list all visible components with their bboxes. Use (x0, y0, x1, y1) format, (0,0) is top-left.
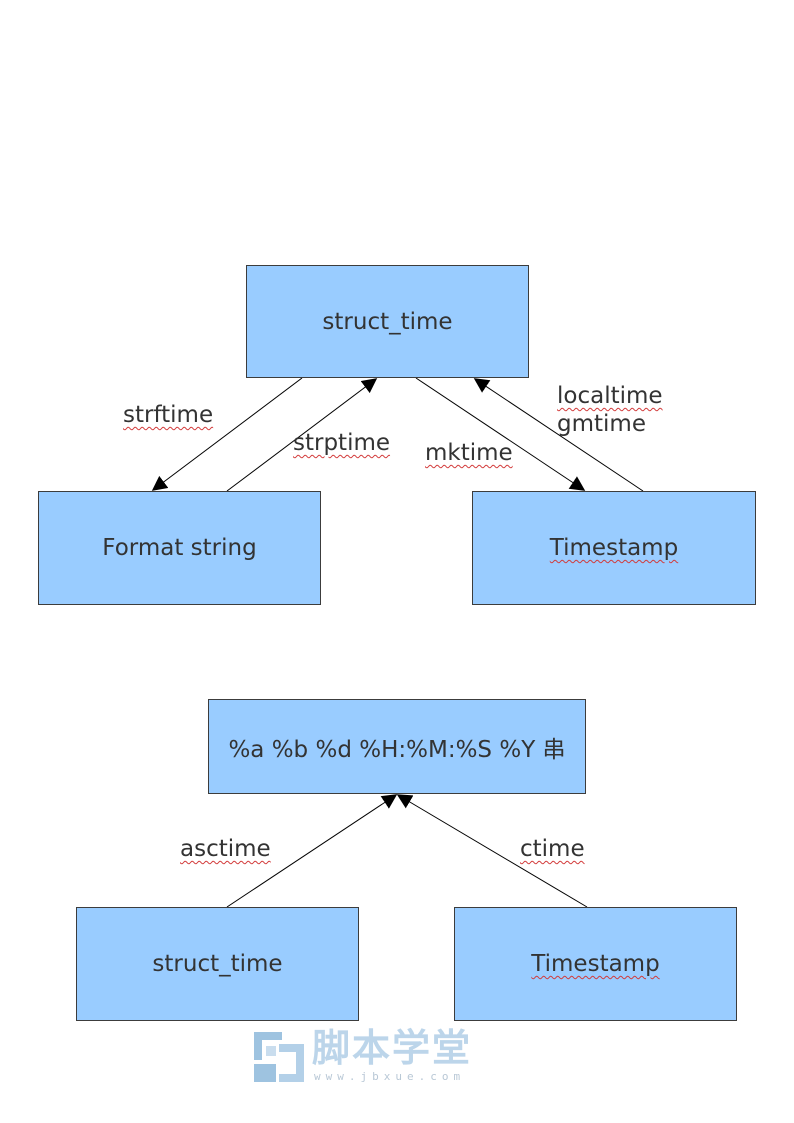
node-timestamp: Timestamp (472, 491, 756, 605)
node-timestamp-2-label: Timestamp (531, 951, 660, 977)
arrow-localtime-gmtime (473, 378, 644, 492)
node-format-string: Format string (38, 491, 321, 605)
arrow-ctime (396, 794, 588, 908)
watermark-url: www.jbxue.com (314, 1070, 466, 1083)
watermark-logo-icon (254, 1032, 304, 1082)
edge-label-strptime: strptime (293, 430, 391, 456)
node-format-string-label: Format string (102, 535, 257, 561)
arrow-strftime (151, 377, 303, 491)
node-format-pattern-label: %a %b %d %H:%M:%S %Y 串 (228, 736, 566, 763)
node-struct-time: struct_time (246, 265, 529, 378)
arrow-mktime (415, 377, 586, 491)
node-timestamp-label: Timestamp (549, 535, 679, 561)
node-struct-time-2-label: struct_time (152, 951, 283, 977)
edge-label-asctime: asctime (180, 836, 271, 862)
edge-label-strftime: strftime (123, 402, 214, 428)
arrow-asctime (226, 794, 398, 908)
node-timestamp-2: Timestamp (454, 907, 737, 1021)
node-struct-time-2: struct_time (76, 907, 359, 1021)
edge-label-ctime: ctime (520, 836, 585, 862)
edge-label-mktime: mktime (425, 440, 513, 466)
edge-label-gmtime: gmtime (557, 411, 646, 437)
edge-label-localtime: localtime (557, 383, 663, 409)
arrow-strptime (226, 378, 378, 492)
watermark-title: 脚本学堂 (312, 1026, 473, 1070)
node-struct-time-label: struct_time (322, 308, 453, 335)
node-format-pattern: %a %b %d %H:%M:%S %Y 串 (208, 699, 586, 794)
